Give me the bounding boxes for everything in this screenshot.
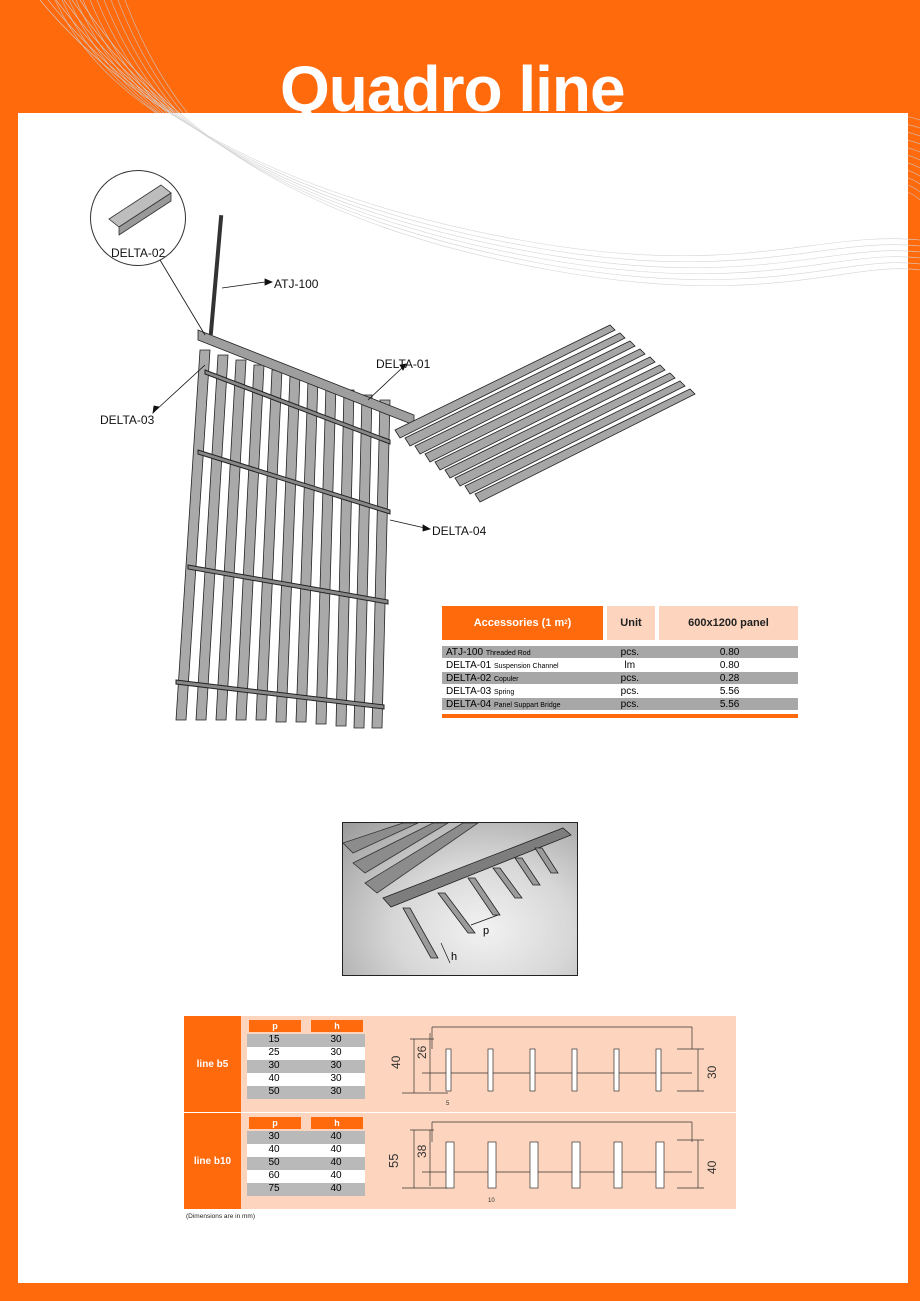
- profile-diagram-b5: 40 26 30 5: [389, 1026, 719, 1107]
- callout-delta01: DELTA-01: [376, 357, 431, 371]
- col-h-header: h: [311, 1117, 363, 1129]
- callout-delta04: DELTA-04: [432, 524, 487, 538]
- unit-header: Unit: [607, 606, 655, 640]
- dim-blade: 40: [705, 1160, 719, 1174]
- page-title: Quadro line: [280, 53, 626, 125]
- coupler-detail-icon: [108, 184, 172, 236]
- blade-photo-illustration: [343, 823, 572, 964]
- profile-diagram-b10: 55 38 40 10: [386, 1121, 719, 1204]
- ceiling-assembly-drawing: [152, 215, 696, 729]
- decorative-wave-lines-overlay: [39, 0, 920, 287]
- callout-delta02: DELTA-02: [111, 246, 166, 260]
- accessory-row: DELTA-04 Panel Suppart Bridge pcs. 5.56: [442, 698, 798, 710]
- accessory-row: DELTA-03 Spring pcs. 5.56: [442, 685, 798, 697]
- photo-label-p: p: [483, 925, 490, 937]
- dimensions-footnote: (Dimensions are in mm): [186, 1213, 255, 1220]
- col-h-header: h: [311, 1020, 363, 1032]
- dim-outer: 40: [389, 1055, 403, 1069]
- dim-blade: 30: [705, 1065, 719, 1079]
- dim-width: 5: [446, 1101, 450, 1107]
- dim-width: 10: [488, 1198, 495, 1204]
- spec-label: line b10: [184, 1113, 241, 1209]
- panel-header: 600x1200 panel: [659, 606, 798, 640]
- table-bottom-rule: [442, 714, 798, 718]
- dim-outer: 55: [386, 1154, 401, 1168]
- callout-delta03: DELTA-03: [100, 413, 155, 427]
- dim-inner: 26: [415, 1045, 429, 1059]
- dim-inner: 38: [415, 1144, 429, 1158]
- col-p-header: p: [249, 1020, 301, 1032]
- accessory-row: ATJ-100 Threaded Rod pcs. 0.80: [442, 646, 798, 658]
- photo-label-h: h: [451, 951, 458, 963]
- product-photo: p h: [342, 822, 578, 976]
- accessory-row: DELTA-02 Copuler pcs. 0.28: [442, 672, 798, 684]
- callout-atj100: ATJ-100: [274, 277, 319, 291]
- col-p-header: p: [249, 1117, 301, 1129]
- spec-label: line b5: [184, 1016, 241, 1112]
- delta02-detail-circle: [90, 170, 186, 266]
- accessory-row: DELTA-01 Suspension Channel lm 0.80: [442, 659, 798, 671]
